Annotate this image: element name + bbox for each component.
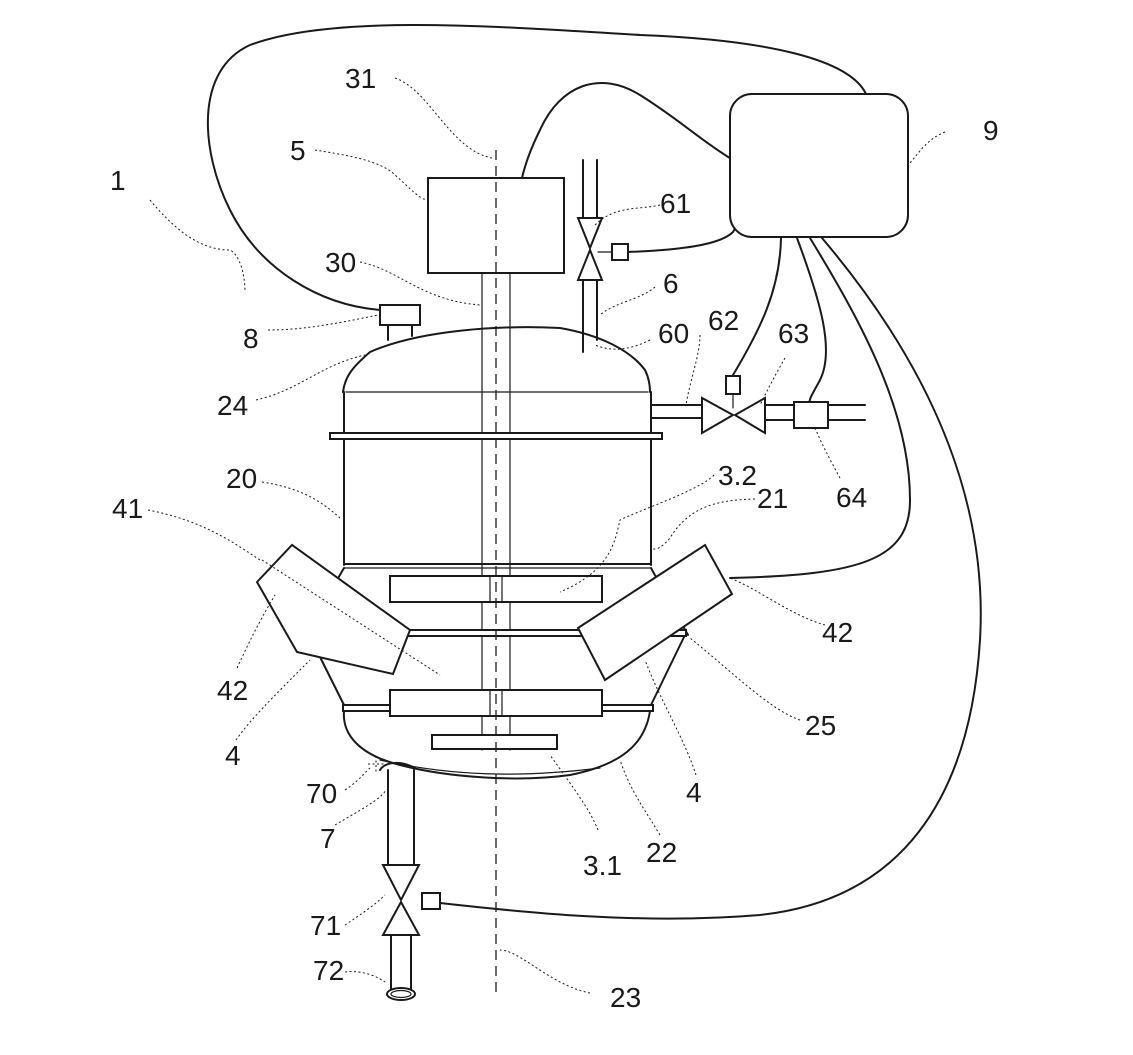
cable-to-sensor-64 — [796, 237, 827, 406]
label-5: 5 — [290, 135, 306, 166]
valve-62 — [701, 396, 736, 435]
reference-labels: 1 31 5 30 8 9 61 6 60 62 63 64 24 20 21 … — [110, 63, 999, 1013]
label-41: 41 — [112, 493, 143, 524]
stirrer-lower — [431, 734, 558, 750]
label-20: 20 — [226, 463, 257, 494]
label-3-1: 3.1 — [583, 850, 622, 881]
valve-61 — [576, 217, 604, 251]
label-24: 24 — [217, 390, 248, 421]
outlet-line — [379, 762, 441, 1001]
label-61: 61 — [660, 188, 691, 219]
cable-to-sensor-8 — [206, 24, 867, 311]
label-31: 31 — [345, 63, 376, 94]
label-42-right: 42 — [822, 617, 853, 648]
cable-to-valve-62 — [732, 237, 782, 376]
leader-lines — [147, 77, 946, 994]
cable-to-window-42 — [729, 237, 911, 579]
label-70: 70 — [306, 778, 337, 809]
label-71: 71 — [310, 910, 341, 941]
label-22: 22 — [646, 837, 677, 868]
label-62: 62 — [708, 305, 739, 336]
label-25: 25 — [805, 710, 836, 741]
label-21: 21 — [757, 483, 788, 514]
label-3-2: 3.2 — [718, 460, 757, 491]
label-63: 63 — [778, 318, 809, 349]
cable-to-valve-71 — [439, 237, 982, 920]
sensor-8 — [379, 304, 421, 341]
optical-axis-41 — [261, 559, 441, 676]
gas-line — [650, 375, 866, 435]
label-64: 64 — [836, 482, 867, 513]
label-4-right: 4 — [686, 777, 702, 808]
label-60: 60 — [658, 318, 689, 349]
label-23: 23 — [610, 982, 641, 1013]
label-9: 9 — [983, 115, 999, 146]
motor-box — [427, 177, 565, 274]
label-72: 72 — [313, 955, 344, 986]
window-right — [576, 543, 734, 682]
window-left — [255, 543, 412, 676]
label-30: 30 — [325, 247, 356, 278]
sensor-64 — [793, 401, 829, 429]
label-8: 8 — [243, 323, 259, 354]
cable-to-motor-5 — [521, 81, 734, 179]
vessel — [304, 326, 689, 780]
label-4-left: 4 — [225, 740, 241, 771]
vessel-bottom-dome — [342, 710, 651, 780]
shaft — [481, 272, 511, 751]
label-6: 6 — [663, 268, 679, 299]
vessel-top-dome — [342, 326, 651, 393]
feed-line — [576, 159, 629, 353]
label-1: 1 — [110, 165, 126, 196]
control-cables — [206, 24, 982, 920]
label-7: 7 — [320, 823, 336, 854]
controller-box — [729, 93, 909, 238]
valve-71 — [381, 864, 421, 903]
label-42-left: 42 — [217, 675, 248, 706]
